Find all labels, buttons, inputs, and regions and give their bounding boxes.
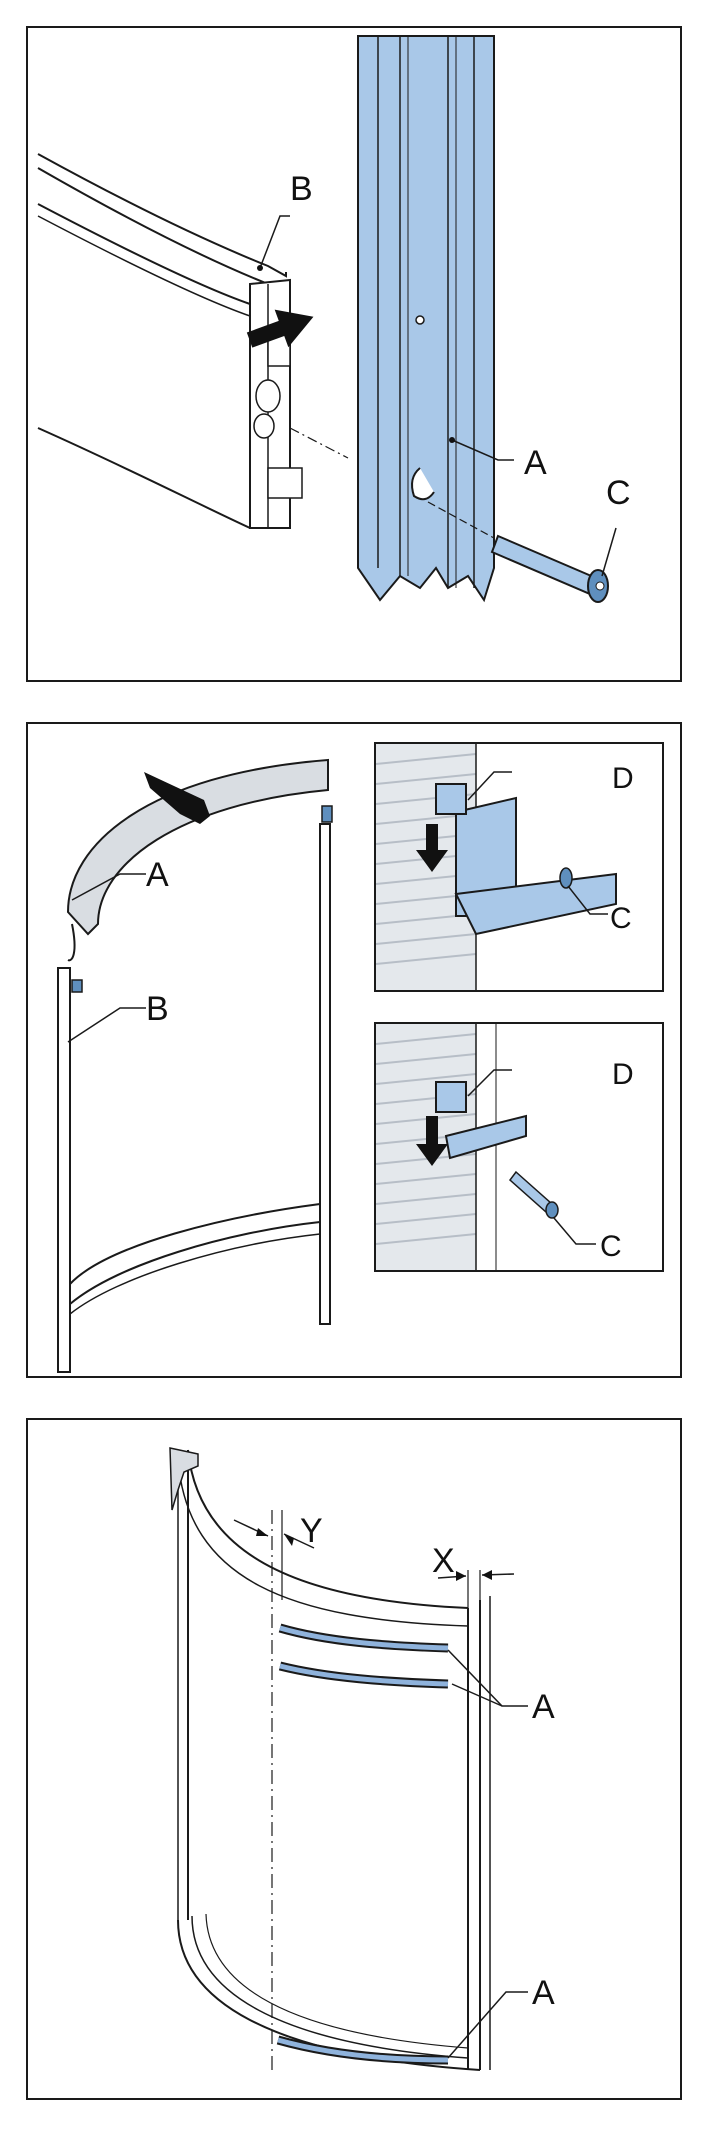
inset-bottom-bracket: D C — [374, 1022, 664, 1272]
label-y: Y — [300, 1512, 323, 1550]
panel-3-alignment: Y X A A — [26, 1418, 682, 2100]
panel-2-bracket-assembly: A B D C — [26, 722, 682, 1378]
curved-glass-panel — [169, 1447, 491, 2071]
label-d: D — [612, 762, 634, 795]
dimension-y — [233, 1519, 315, 1549]
label-b: B — [290, 170, 313, 208]
label-a: A — [146, 856, 169, 894]
place-arrow — [144, 772, 210, 824]
down-arrow — [416, 824, 448, 872]
curved-panel-a — [66, 758, 329, 962]
label-c: C — [600, 1230, 622, 1263]
label-b: B — [146, 990, 169, 1028]
label-c: C — [606, 474, 631, 512]
frame-b — [57, 805, 333, 1373]
slots-a — [276, 1623, 449, 2065]
label-x: X — [432, 1542, 455, 1580]
down-arrow — [416, 1116, 448, 1166]
post-a — [357, 35, 495, 603]
rail-b — [37, 153, 349, 529]
inset-top-bracket: D C — [374, 742, 664, 992]
panel-2-illustration: A B — [57, 758, 333, 1373]
inset-top-illustration: D C — [376, 744, 634, 990]
dimension-x — [437, 1570, 515, 1608]
label-a: A — [524, 444, 547, 482]
label-a-top: A — [532, 1688, 555, 1726]
insert-arrow — [246, 309, 314, 348]
panel-1-illustration: B A C — [37, 35, 631, 603]
label-a-bottom: A — [532, 1974, 555, 2012]
label-d: D — [612, 1058, 634, 1091]
panel-3-illustration: Y X A A — [169, 1447, 555, 2071]
panel-1-bolt-assembly: B A C — [26, 26, 682, 682]
bolt-c — [427, 501, 609, 603]
inset-bottom-illustration: D C — [376, 1024, 634, 1270]
label-c: C — [610, 902, 632, 935]
